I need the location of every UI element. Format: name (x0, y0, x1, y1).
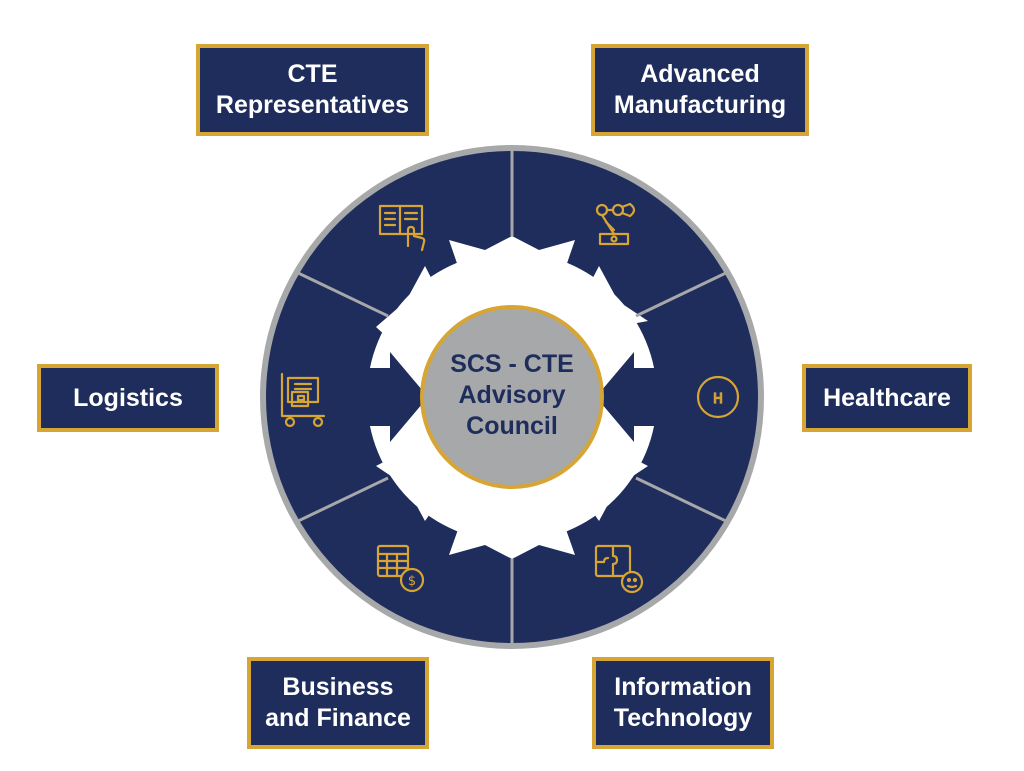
advanced-manufacturing-line-2: Manufacturing (613, 91, 787, 119)
cte-representatives-box: CTE Representatives (196, 44, 429, 136)
arrow-shapes (350, 352, 674, 442)
robot-arm-icon (595, 202, 636, 246)
finance-icon-symbol: $ (408, 574, 416, 589)
advanced-manufacturing-line-1: Advanced (640, 60, 760, 88)
book-hand-icon (378, 204, 426, 252)
advanced-manufacturing-box: Advanced Manufacturing (591, 44, 809, 136)
logistics-label: Logistics (73, 383, 183, 412)
arrow-logistics (350, 352, 428, 442)
business-finance-line-2: and Finance (265, 704, 411, 732)
healthcare-box: Healthcare (802, 364, 972, 432)
business-finance-box: Business and Finance (247, 657, 429, 749)
information-technology-box: Information Technology (592, 657, 774, 749)
hub-circle (420, 305, 604, 489)
puzzle-board-icon (594, 544, 644, 594)
logistics-box: Logistics (37, 364, 219, 432)
spreadsheet-dollar-icon: $ (376, 544, 425, 593)
hospital-sign-icon: H (696, 375, 740, 419)
healthcare-label: Healthcare (823, 383, 951, 412)
hub-line-3: Council (466, 412, 558, 440)
hand-truck-boxes-icon (280, 372, 326, 428)
information-technology-line-1: Information (614, 673, 752, 701)
cte-representatives-line-2: Representatives (215, 91, 410, 119)
ring-dividers (293, 145, 731, 649)
healthcare-icon-letter: H (713, 392, 723, 407)
arrow-healthcare (596, 352, 674, 442)
business-finance-line-1: Business (282, 673, 394, 701)
information-technology-line-2: Technology (613, 704, 753, 732)
cte-representatives-line-1: CTE (287, 60, 338, 88)
hub-line-2: Advisory (459, 381, 566, 409)
hub-line-1: SCS - CTE (450, 350, 574, 378)
